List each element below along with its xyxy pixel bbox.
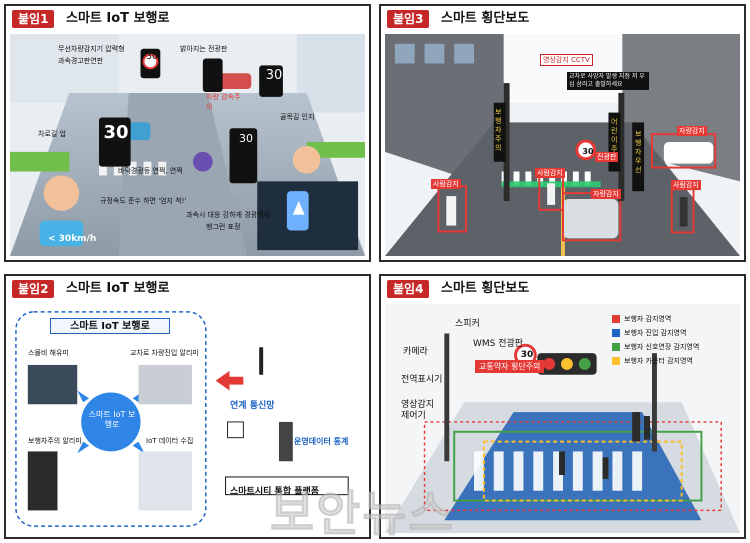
panel-1-title: 스마트 IoT 보행로 — [66, 11, 170, 26]
label-blinking: 밝아지는 전광판 — [180, 45, 228, 53]
panel-4: 붙임4 스마트 횡단보도 — [379, 274, 746, 539]
label-car-detect-1: 자량감지 — [677, 126, 707, 136]
legend-item: 보행자 신호연장 감지영역 — [612, 342, 730, 352]
center-title: 스마트 IoT 보행로 — [50, 318, 170, 334]
label-platform: 스마트시티 통합 플랫폼 — [230, 487, 320, 497]
label-car-detect-2: 자량감지 — [591, 189, 621, 199]
legend-text: 보행자 진입 감지영역 — [624, 329, 687, 337]
crosswalk-sensing-diagram — [385, 304, 740, 533]
label-board: 전광판 — [595, 152, 619, 162]
panel-2-title: 스마트 IoT 보행로 — [66, 281, 170, 296]
legend-text: 보행자 카운터 감지영역 — [624, 357, 693, 365]
item-1: 스몰비 해유미 — [28, 349, 69, 357]
speed-text: < 30km/h — [48, 234, 97, 244]
panel-2-content: 스마트 IoT 보행로 스마트 IoT 보행로 스몰비 해유미 교차로 차량진입… — [10, 304, 365, 533]
panel-4-header: 붙임4 스마트 횡단보도 — [381, 276, 744, 302]
panel-3-badge: 붙임3 — [387, 10, 430, 28]
smart-walkway-illustration — [10, 34, 365, 256]
label-network: 연계 통신망 — [230, 401, 275, 411]
label-board: 전역표시기 — [401, 375, 443, 385]
label-speed-law: 규정속도 준수 하면 '엄지 척!' — [100, 197, 187, 205]
panel-3-content: 영상감지 CCTV 교차로 사망자 발생 지점 저 우심 삼러고 출발하세요 보… — [385, 34, 740, 256]
panel-1: 붙임1 스마트 IoT 보행로 — [4, 4, 371, 262]
panel-3-header: 붙임3 스마트 횡단보도 — [381, 6, 744, 32]
speed-sign-30-d: 30 — [239, 132, 253, 145]
panel-3: 붙임3 스마트 횡단보도 — [379, 4, 746, 262]
panel-2-badge: 붙임2 — [12, 280, 55, 298]
legend-swatch — [612, 315, 620, 323]
label-cognition: 골목길 인지 — [280, 113, 315, 121]
label-walk-detect-3: 사람감지 — [671, 180, 701, 190]
label-walk-detect-2: 사람감지 — [535, 168, 565, 178]
label-wireless: 무선차량감지기 압력형 — [58, 45, 125, 53]
label-slow: 차량 감속주의 — [206, 93, 241, 111]
label-speedwarn: 과속경고판연판 — [58, 57, 104, 65]
label-banner: 교차로 사망자 발생 지점 저 우심 삼러고 출발하세요 — [567, 72, 649, 90]
panel-1-badge: 붙임1 — [12, 10, 55, 28]
label-caution: 뱅그런 표정 — [206, 223, 241, 231]
circle-text: 스마트 IoT 보행로 — [88, 410, 136, 429]
label-walking: 바닥경광등 연쩍, 연쩍 — [118, 167, 183, 175]
item-4: IoT 데이터 수집 — [146, 437, 194, 445]
legend-swatch — [612, 329, 620, 337]
panel-1-content: 무선차량감지기 압력형 과속경고판연판 밝아지는 전광판 차량 감속주의 골목길… — [10, 34, 365, 256]
sign-30: 30 — [582, 147, 594, 156]
label-speaker: 스피커 — [455, 319, 480, 329]
speed-sign-30-a: 30 — [146, 52, 158, 62]
label-image-sensor: 영상감지 제어기 — [401, 400, 435, 421]
panel-2: 붙임2 스마트 IoT 보행로 스마트 IoT 보행로 스마트 — [4, 274, 371, 539]
panel-1-header: 붙임1 스마트 IoT 보행로 — [6, 6, 369, 32]
label-banner: 교통약자 횡단주의 — [475, 360, 545, 373]
legend-item: 보행자 카운터 감지영역 — [612, 356, 730, 366]
label-wms: WMS 전광판 — [473, 339, 524, 349]
legend-text: 보행자 감지영역 — [624, 315, 672, 323]
label-cars-tip: 차로길 업 — [38, 130, 66, 138]
label-stats: 운영데이터 통계 — [294, 437, 349, 446]
speed-sign-30-c: 30 — [103, 122, 129, 143]
sign-30: 30 — [520, 350, 534, 360]
label-camera: 카메라 — [403, 347, 428, 357]
panel-4-content: 스피커 WMS 전광판 카메라 전역표시기 영상감지 제어기 교통약자 횡단주의… — [385, 304, 740, 533]
legend-text: 보행자 신호연장 감지영역 — [624, 343, 700, 351]
label-overspeed: 과속시 대응 강하게 경광해줘 — [186, 211, 270, 219]
smart-crosswalk-scene — [385, 34, 740, 256]
speed-sign-30-b: 30 — [265, 68, 283, 83]
label-ped-left: 보행자주의 — [495, 108, 502, 152]
iot-walkway-diagram — [10, 304, 365, 533]
label-cctv: 영상감지 CCTV — [540, 54, 593, 66]
panel-2-header: 붙임2 스마트 IoT 보행로 — [6, 276, 369, 302]
legend-swatch — [612, 357, 620, 365]
legend-item: 보행자 진입 감지영역 — [612, 328, 730, 338]
panel-4-badge: 붙임4 — [387, 280, 430, 298]
legend-item: 보행자 감지영역 — [612, 314, 730, 324]
legend: 보행자 감지영역 보행자 진입 감지영역 보행자 신호연장 감지영역 보행자 카… — [612, 314, 730, 366]
legend-swatch — [612, 343, 620, 351]
panel-4-title: 스마트 횡단보도 — [441, 281, 530, 296]
item-2: 교차로 차량진입 알리미 — [130, 349, 199, 357]
label-vertical-2: 보행자우선 — [635, 130, 642, 174]
panel-3-title: 스마트 횡단보도 — [441, 11, 530, 26]
item-3: 보행자주의 알리미 — [28, 437, 82, 445]
label-walk-detect-1: 사람감지 — [431, 179, 461, 189]
